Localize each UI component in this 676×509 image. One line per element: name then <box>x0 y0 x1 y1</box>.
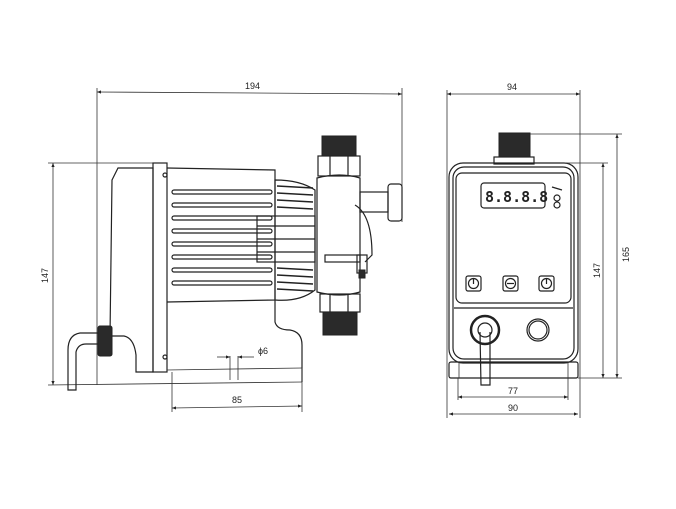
dim-hole-label: ϕ6 <box>258 346 268 356</box>
dim-base-outer-label: 90 <box>508 403 518 413</box>
dimension-base: 85 <box>171 395 303 410</box>
cable-inlet <box>469 314 501 386</box>
side-view: 194 147 <box>40 81 403 412</box>
dim-width-top-label: 94 <box>507 82 517 92</box>
front-view: 94 8.8.8.8 <box>446 82 631 418</box>
display <box>480 182 546 209</box>
button-power[interactable] <box>465 275 482 292</box>
mounting-bracket <box>274 300 303 382</box>
cable-gland <box>67 325 113 391</box>
top-nut <box>317 155 361 177</box>
dim-total-height-label: 165 <box>621 247 631 262</box>
outlet-port <box>526 318 550 342</box>
dimension-total-height: 165 <box>530 133 631 378</box>
pump-head <box>316 135 403 336</box>
dim-base-inner-label: 77 <box>508 386 518 396</box>
dimension-hole: ϕ6 <box>217 346 268 380</box>
top-connector <box>498 132 531 158</box>
flange-plate <box>152 162 168 373</box>
dimension-width-top: 94 <box>446 82 581 418</box>
motor-body <box>166 167 276 303</box>
pump-head-fins <box>256 179 316 301</box>
dimension-base-outer: 90 <box>449 403 578 416</box>
button-start[interactable] <box>538 275 555 292</box>
rear-housing <box>109 167 154 373</box>
pump-body <box>448 162 579 364</box>
dim-body-height-label: 147 <box>592 263 602 278</box>
dim-height-label: 147 <box>40 268 50 283</box>
display-readout: 8.8.8.8 <box>485 188 548 206</box>
top-thread <box>321 135 357 157</box>
dimension-height: 147 <box>40 162 303 386</box>
bottom-thread <box>322 311 358 336</box>
dimension-body-height: 147 <box>560 162 622 379</box>
dimension-base-inner: 77 <box>457 378 569 400</box>
status-icons <box>551 186 563 209</box>
control-panel <box>455 172 572 304</box>
base-plate <box>448 361 579 379</box>
side-nut <box>387 183 403 222</box>
dim-length-label: 194 <box>245 81 260 91</box>
side-outlet <box>359 191 389 213</box>
button-menu[interactable] <box>502 275 519 292</box>
dim-base-label: 85 <box>232 395 242 405</box>
bottom-nut <box>319 293 361 313</box>
